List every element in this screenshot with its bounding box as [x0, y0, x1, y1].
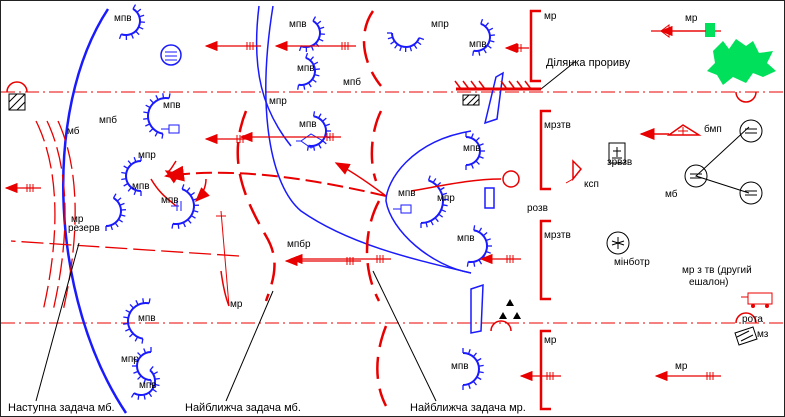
diamond-symbol [300, 133, 324, 149]
label-mr-3: мр [544, 11, 557, 22]
label-mpr-3: мпр [138, 150, 156, 161]
leader-next-mb [35, 242, 80, 402]
label-mrztv-2: мрзтв [544, 230, 571, 241]
zrvzv-box [608, 142, 626, 164]
label-mpv-13: мпв [139, 380, 157, 391]
platoon-arc-7 [308, 115, 327, 147]
label-mpr-5: мпр [121, 354, 139, 365]
platoon-arc-16 [133, 369, 156, 396]
bmp-symbol [666, 124, 702, 136]
caption-nearest-mb: Найближча задача мб. [185, 402, 301, 414]
next-objective-arcs [35, 120, 56, 312]
platoon-arc-13 [468, 229, 488, 263]
label-mpv-8: мпв [161, 195, 179, 206]
label-mpv-5: мпв [163, 100, 181, 111]
label-mpr-4: мпр [437, 193, 455, 204]
label-mpv-10: мпв [398, 188, 416, 199]
label-mpr-1: мпр [431, 19, 449, 30]
label-eshalon: ешалон) [689, 277, 729, 288]
bracket-mr-top [529, 9, 541, 83]
platoon-arc-15 [136, 351, 152, 381]
label-ksp: ксп [584, 179, 599, 190]
leader-nearest-mr [372, 270, 437, 402]
label-mz: мз [757, 329, 769, 340]
nearest-objective-mr-arc [362, 10, 382, 87]
caption-next-mb: Наступна задача мб. [8, 402, 115, 414]
rota-vehicle [747, 292, 773, 305]
observation-post-rect [168, 124, 180, 134]
label-rozv: розв [527, 203, 548, 214]
contamination-area [707, 39, 776, 85]
platoon-arc-1 [120, 8, 141, 36]
label-mpv-7: мпв [132, 181, 150, 192]
label-minbotr: мінботр [614, 256, 650, 268]
minbotr-circle [606, 231, 630, 255]
platoon-arc-11 [105, 197, 122, 227]
platoon-arc-17 [462, 352, 480, 386]
label-rezerv: резерв [68, 223, 100, 234]
label-mpv-6: мпв [299, 119, 317, 130]
platoon-arc-12 [420, 179, 444, 224]
left-landmark-arc [6, 81, 28, 93]
battalion-front-arc [61, 8, 128, 414]
engineer-obstacle-upper [483, 71, 504, 125]
leader-nearest-mb [225, 290, 274, 402]
label-bmp: бмп [704, 123, 722, 135]
label-mr-z-tv: мр з тв (другий [682, 265, 752, 276]
command-post-circle [160, 44, 182, 66]
caption-nearest-mr: Найближча задача мр. [410, 402, 526, 414]
mz-symbol [734, 326, 758, 346]
label-mb-1: мб [67, 125, 80, 137]
platoon-arc-4 [391, 32, 421, 48]
mb-triangle [695, 126, 750, 194]
platoon-arc-2 [300, 20, 321, 48]
label-mr-5: мр [685, 13, 698, 24]
platoon-arc-8 [465, 136, 481, 166]
ksp-flag [572, 159, 583, 182]
label-mpv-11: мпв [457, 233, 475, 244]
platoon-arc-10 [172, 188, 195, 225]
label-mpv-12: мпв [138, 313, 156, 324]
label-dilyanka: Ділянка прориву [546, 57, 631, 69]
label-mb-2: мб [665, 188, 678, 200]
attack-arrows [4, 25, 721, 382]
label-mr-1: мр [71, 214, 84, 225]
bracket-mrztv-upper [539, 109, 551, 191]
label-zrvzv: зрвзв [607, 157, 632, 168]
platoon-positions [105, 4, 495, 400]
label-mpv-1: мпв [114, 13, 132, 24]
bracket-mrztv-lower [539, 219, 551, 301]
label-mpb-1: мпб [343, 76, 361, 88]
nearest-objective-mb-arc [236, 110, 276, 302]
label-mpv-4: мпв [469, 39, 487, 50]
label-mpb-2: мпб [99, 114, 117, 126]
platoon-arc-5 [473, 22, 491, 52]
company-zone-lines [385, 130, 472, 274]
label-mr-6: мр [675, 361, 688, 372]
label-mpv-3: мпв [297, 63, 315, 74]
mines-triangles [499, 299, 521, 319]
main-attack-arrow [164, 165, 387, 197]
bracket-mr-bottom [539, 329, 551, 411]
label-mrztv-1: мрзтв [544, 120, 571, 131]
label-mpv-9: мпв [463, 143, 481, 154]
label-mpv-2: мпв [289, 19, 307, 30]
label-mpbr: мпбр [287, 238, 311, 250]
label-mpr-2: мпр [269, 96, 287, 107]
platoon-arc-9 [125, 160, 142, 192]
battalion-boundary-line [265, 5, 472, 274]
platoon-arc-3 [298, 56, 316, 86]
label-mr-4: мр [544, 335, 557, 346]
label-rota: рота [742, 314, 763, 325]
label-mpv-14: мпв [451, 361, 469, 372]
label-mr-2: мр [230, 299, 243, 310]
